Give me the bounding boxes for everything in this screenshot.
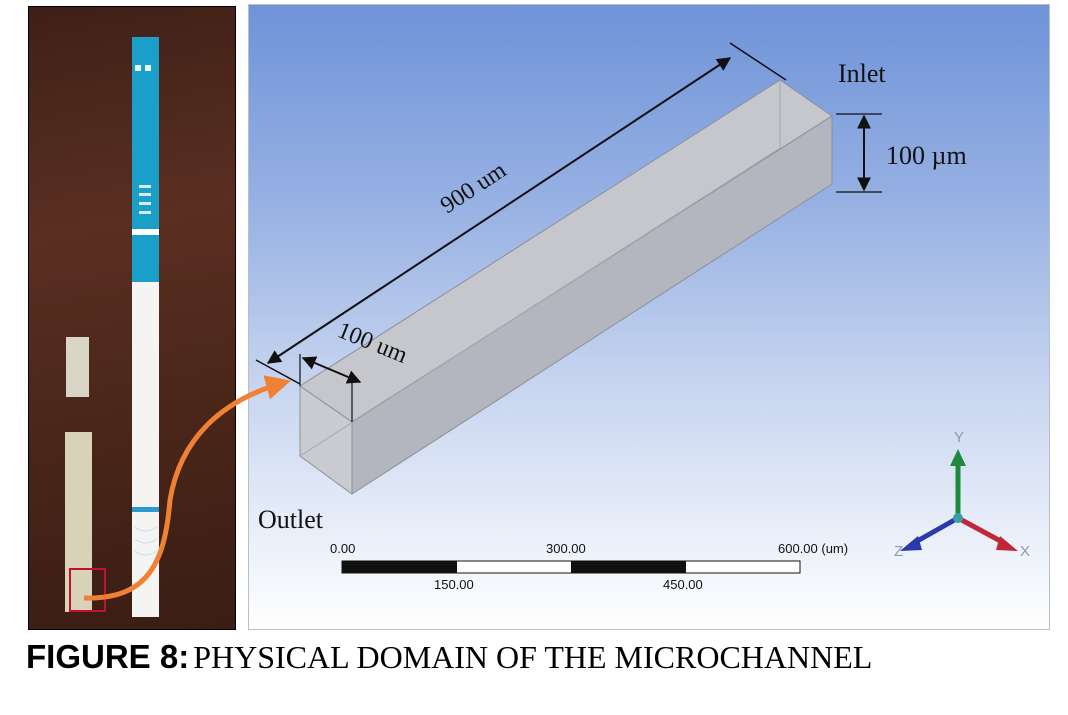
test-strip-photo [28, 6, 236, 630]
height-dimension: 100 µm [836, 113, 967, 193]
scale-tick-label: 150.00 [434, 577, 474, 592]
outlet-label: Outlet [258, 505, 324, 534]
scale-tick-label: 0.00 [330, 541, 355, 556]
z-axis-arrow [910, 515, 960, 547]
caption-label: FIGURE 8: [26, 638, 190, 675]
microchannel [299, 79, 833, 495]
scale-tick-label: 450.00 [663, 577, 703, 592]
caption-text: PHYSICAL DOMAIN OF THE MICROCHANNEL [193, 639, 873, 675]
pointer-arrow [83, 375, 291, 601]
channel-end-face [299, 385, 353, 495]
z-axis-label: Z [894, 543, 903, 560]
test-strip-blue-band [132, 37, 159, 282]
y-axis-label: Y [954, 429, 964, 446]
scale-bar: 0.00 300.00 600.00 (um) 150.00 450.00 [330, 541, 848, 592]
paper-pad-small [66, 337, 89, 397]
x-axis-label: X [1020, 543, 1030, 560]
channel-side-face [351, 115, 833, 495]
scale-tick-label: 300.00 [546, 541, 586, 556]
height-label: 100 µm [886, 141, 967, 170]
channel-top-face [299, 79, 833, 423]
inlet-label: Inlet [838, 59, 886, 88]
highlight-box [69, 568, 106, 612]
scale-segment [342, 561, 457, 573]
scale-tick-label: 600.00 (um) [778, 541, 848, 556]
axis-triad: Y X Z [894, 429, 1030, 560]
figure-caption: FIGURE 8: PHYSICAL DOMAIN OF THE MICROCH… [26, 640, 872, 673]
x-axis-arrow [956, 515, 1008, 547]
scale-segment [571, 561, 686, 573]
